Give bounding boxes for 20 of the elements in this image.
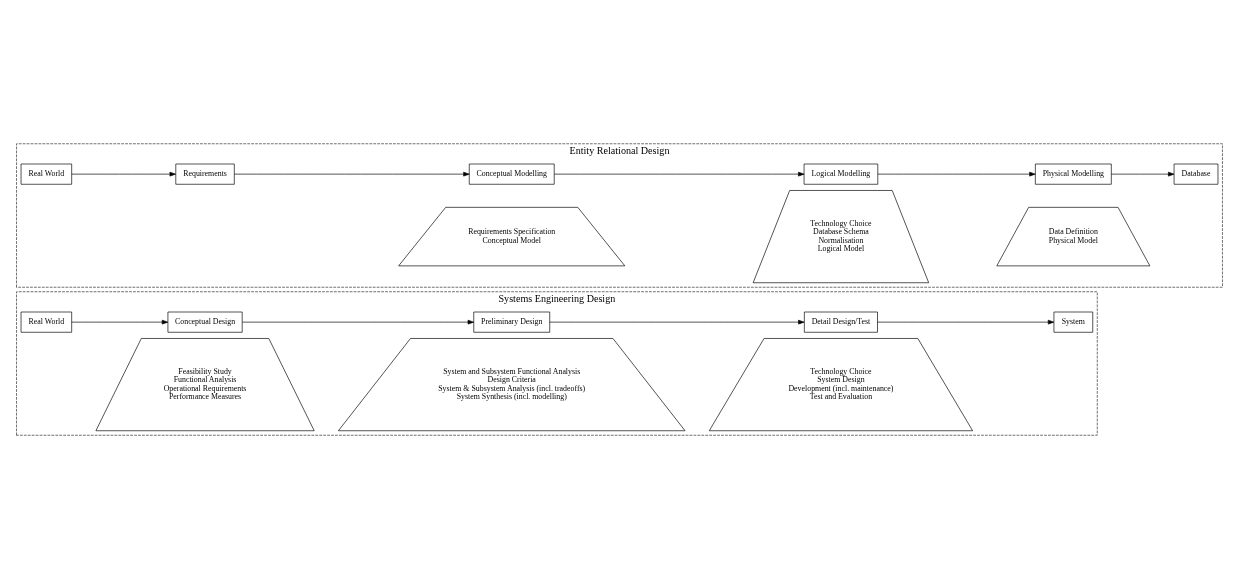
arrow bbox=[242, 319, 474, 325]
node-box: Database bbox=[1173, 163, 1219, 185]
arrow bbox=[554, 171, 805, 177]
node-box: Real World bbox=[20, 163, 73, 185]
node-box: Conceptual Modelling bbox=[468, 163, 555, 185]
node-box: Preliminary Design bbox=[473, 311, 551, 333]
node-box: Real World bbox=[20, 311, 73, 333]
node-box: Logical Modelling bbox=[803, 163, 879, 185]
node-box: Requirements bbox=[175, 163, 235, 185]
arrow bbox=[877, 171, 1036, 177]
arrow bbox=[877, 319, 1055, 325]
arrow bbox=[234, 171, 470, 177]
node-box: Physical Modelling bbox=[1035, 163, 1112, 185]
node-box: Conceptual Design bbox=[167, 311, 243, 333]
node-box: System bbox=[1053, 311, 1094, 333]
arrow bbox=[549, 319, 805, 325]
arrow bbox=[71, 171, 176, 177]
node-box: Detail Design/Test bbox=[804, 311, 878, 333]
arrow bbox=[71, 319, 169, 325]
arrow bbox=[1111, 171, 1175, 177]
